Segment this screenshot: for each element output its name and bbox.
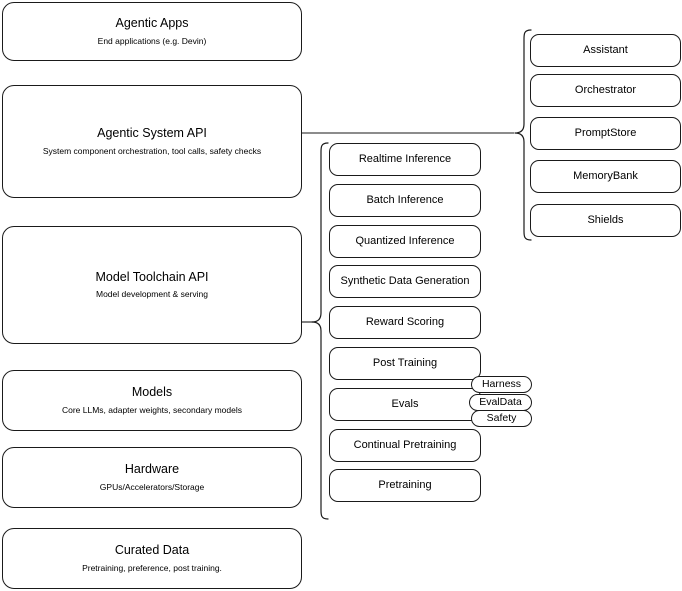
evals-tag-label: Harness <box>481 377 522 390</box>
layer-agentic-system-api[interactable]: Agentic System API System component orch… <box>2 85 302 198</box>
capability-label: Pretraining <box>378 478 432 491</box>
layer-subtitle: Pretraining, preference, post training. <box>82 562 222 573</box>
layer-subtitle: End applications (e.g. Devin) <box>97 35 207 46</box>
layer-title: Models <box>131 385 173 400</box>
brace-system-components <box>513 28 535 242</box>
layer-title: Agentic Apps <box>115 16 189 31</box>
capability-label: Realtime Inference <box>358 152 452 165</box>
layer-curated-data[interactable]: Curated Data Pretraining, preference, po… <box>2 528 302 589</box>
layer-model-toolchain-api[interactable]: Model Toolchain API Model development & … <box>2 226 302 344</box>
capability-label: Batch Inference <box>366 193 444 206</box>
system-component-label: Shields <box>587 213 624 226</box>
connector-agentic-system-api-to-components <box>302 127 516 139</box>
capability-batch-inference[interactable]: Batch Inference <box>329 184 481 217</box>
capability-evals[interactable]: Evals <box>329 388 481 421</box>
evals-tag-label: Safety <box>486 411 517 424</box>
system-component-assistant[interactable]: Assistant <box>530 34 681 67</box>
layer-models[interactable]: Models Core LLMs, adapter weights, secon… <box>2 370 302 431</box>
capability-pretraining[interactable]: Pretraining <box>329 469 481 502</box>
evals-tag-safety[interactable]: Safety <box>471 410 532 427</box>
layer-title: Hardware <box>124 462 180 477</box>
capability-label: Quantized Inference <box>355 234 455 247</box>
system-component-orchestrator[interactable]: Orchestrator <box>530 74 681 107</box>
system-component-label: MemoryBank <box>573 169 638 182</box>
system-component-label: Assistant <box>583 43 628 56</box>
capability-synthetic-data-generation[interactable]: Synthetic Data Generation <box>329 265 481 298</box>
layer-agentic-apps[interactable]: Agentic Apps End applications (e.g. Devi… <box>2 2 302 61</box>
layer-subtitle: Core LLMs, adapter weights, secondary mo… <box>61 404 242 415</box>
capability-label: Post Training <box>372 356 438 369</box>
system-component-shields[interactable]: Shields <box>530 204 681 237</box>
capability-label: Continual Pretraining <box>353 438 457 451</box>
brace-toolchain-capabilities <box>310 141 332 521</box>
evals-tag-harness[interactable]: Harness <box>471 376 532 393</box>
layer-subtitle: GPUs/Accelerators/Storage <box>99 481 205 492</box>
system-component-promptstore[interactable]: PromptStore <box>530 117 681 150</box>
layer-subtitle: Model development & serving <box>96 289 208 300</box>
evals-tag-label: EvalData <box>479 395 522 408</box>
capability-continual-pretraining[interactable]: Continual Pretraining <box>329 429 481 462</box>
layer-subtitle: System component orchestration, tool cal… <box>42 145 262 156</box>
system-component-label: Orchestrator <box>574 83 637 96</box>
layer-title: Curated Data <box>114 543 190 558</box>
layer-hardware[interactable]: Hardware GPUs/Accelerators/Storage <box>2 447 302 508</box>
capability-label: Reward Scoring <box>365 315 445 328</box>
layer-title: Agentic System API <box>97 126 207 141</box>
capability-realtime-inference[interactable]: Realtime Inference <box>329 143 481 176</box>
evals-tag-evaldata[interactable]: EvalData <box>469 394 532 411</box>
connector-model-toolchain-api-to-capabilities <box>302 316 316 328</box>
capability-quantized-inference[interactable]: Quantized Inference <box>329 225 481 258</box>
capability-label: Evals <box>391 397 419 410</box>
capability-post-training[interactable]: Post Training <box>329 347 481 380</box>
system-component-label: PromptStore <box>574 126 637 139</box>
layer-title: Model Toolchain API <box>95 269 209 284</box>
capability-label: Synthetic Data Generation <box>340 274 470 287</box>
capability-reward-scoring[interactable]: Reward Scoring <box>329 306 481 339</box>
system-component-memorybank[interactable]: MemoryBank <box>530 160 681 193</box>
